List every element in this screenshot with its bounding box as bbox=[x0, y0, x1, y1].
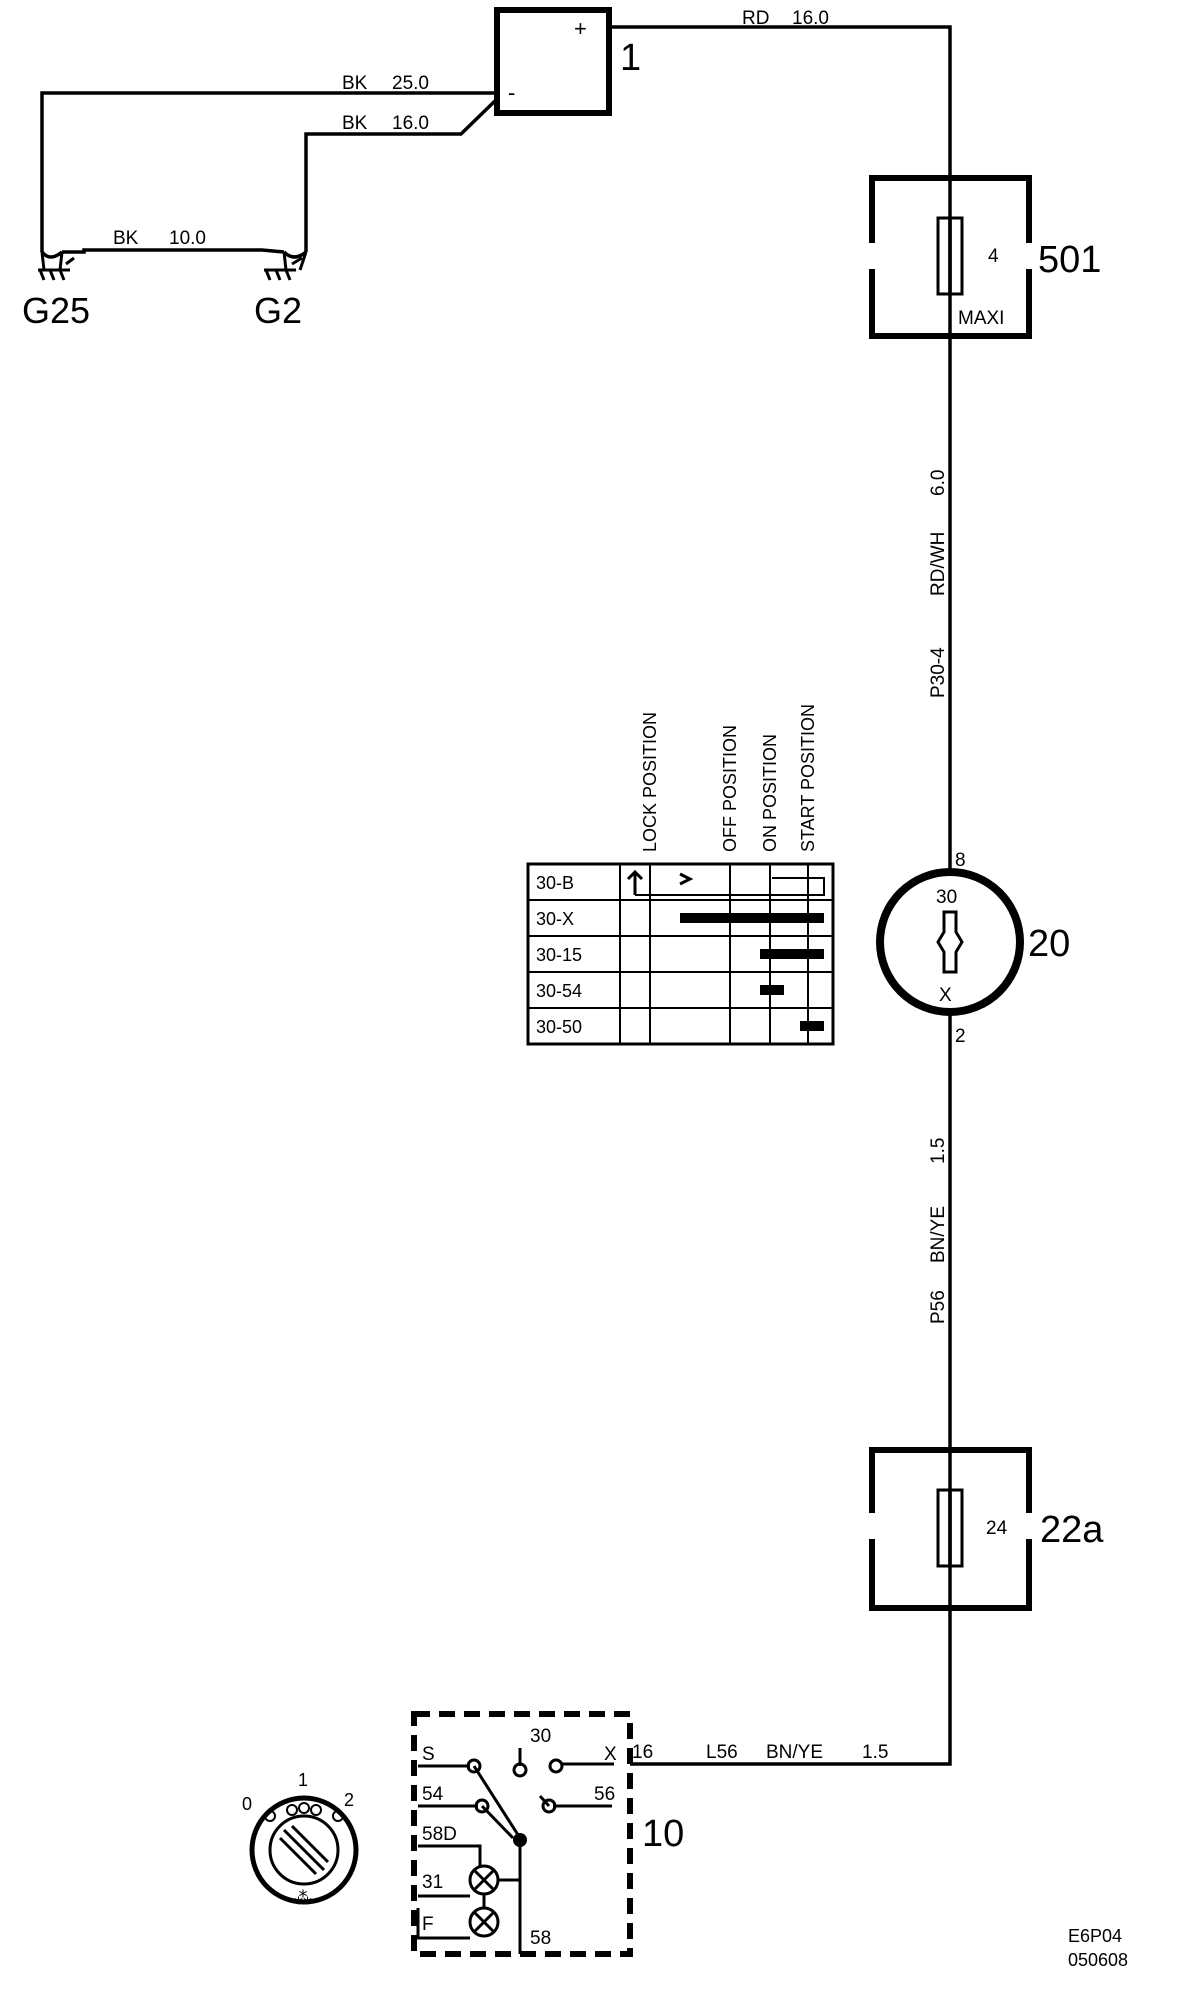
light-switch-knob-icon: ⁂ bbox=[249, 1795, 359, 1908]
wire-battery-g25 bbox=[40, 91, 497, 252]
table-row-30-54: 30-54 bbox=[536, 981, 582, 1001]
contact-s bbox=[466, 1758, 482, 1774]
light-switch-pin: 16 bbox=[632, 1742, 653, 1763]
lamp-icon bbox=[468, 1864, 500, 1896]
wire-fuse-switch-color: BN/YE bbox=[766, 1742, 823, 1763]
lamp-icon bbox=[468, 1906, 500, 1938]
wire-ign-fuse-color: BN/YE bbox=[928, 1206, 949, 1263]
wire-g25-g2-color: BK bbox=[113, 228, 139, 249]
term-58d: 58D bbox=[422, 1824, 457, 1845]
wire-ign-fuse-circuit: P56 bbox=[928, 1290, 949, 1324]
position-on: ON POSITION bbox=[760, 734, 780, 852]
wire-ign-fuse-size: 1.5 bbox=[928, 1138, 949, 1164]
light-switch: S 30 X 54 56 58D 31 F 58 bbox=[411, 1711, 684, 1957]
wire-bat-g2-color: BK bbox=[342, 113, 368, 134]
key-slot-icon bbox=[936, 910, 964, 974]
ignition-pin-top: 8 bbox=[955, 850, 966, 871]
knob-position-0: 0 bbox=[242, 1794, 252, 1814]
table-row-30x: 30-X bbox=[536, 909, 574, 929]
ignition-switch: 8 30 X 2 20 bbox=[876, 850, 1070, 1047]
diagram-code: E6P04 bbox=[1068, 1926, 1122, 1946]
contact-30 bbox=[512, 1762, 528, 1778]
fuse-box-501-id: 501 bbox=[1038, 239, 1101, 281]
table-bar-30-15 bbox=[760, 949, 824, 959]
battery: + - 1 bbox=[494, 7, 641, 116]
term-56: 56 bbox=[594, 1784, 615, 1805]
ground-g2-icon bbox=[264, 250, 308, 281]
battery-plus-label: + bbox=[574, 16, 587, 41]
ground-g2-label: G2 bbox=[254, 290, 302, 331]
wire-fuse-switch-circuit: L56 bbox=[706, 1742, 738, 1763]
wire-battery-positive bbox=[609, 25, 952, 178]
battery-box bbox=[494, 7, 612, 116]
table-row-30-15: 30-15 bbox=[536, 945, 582, 965]
diagram-date: 050608 bbox=[1068, 1950, 1128, 1970]
wire-bat-g25-size: 25.0 bbox=[392, 73, 429, 94]
light-switch-id: 10 bbox=[642, 1813, 684, 1855]
fuse-box-501: 4 MAXI 501 bbox=[866, 175, 1101, 339]
svg-text:⁂: ⁂ bbox=[294, 1888, 312, 1908]
fuse-box-22a-id: 22a bbox=[1040, 1509, 1104, 1551]
fuse-22a-number: 24 bbox=[986, 1518, 1008, 1539]
wire-bat-g25-color: BK bbox=[342, 73, 368, 94]
term-31: 31 bbox=[422, 1872, 443, 1893]
wire-bat-pos-color: RD bbox=[742, 8, 769, 29]
position-start: START POSITION bbox=[798, 704, 818, 852]
wire-battery-g2 bbox=[304, 97, 499, 252]
battery-minus-label: - bbox=[508, 80, 515, 105]
battery-id: 1 bbox=[620, 37, 641, 79]
term-x: X bbox=[604, 1744, 617, 1765]
light-switch-frame bbox=[411, 1711, 633, 1957]
contact-54 bbox=[474, 1798, 490, 1814]
switch-pivot bbox=[513, 1833, 527, 1847]
wire-g25-g2-size: 10.0 bbox=[169, 228, 206, 249]
position-lock: LOCK POSITION bbox=[640, 712, 660, 852]
term-s: S bbox=[422, 1744, 435, 1765]
wire-fuse-switch-size: 1.5 bbox=[862, 1742, 888, 1763]
wire-fuse-ign-size: 6.0 bbox=[928, 470, 949, 496]
fuse-501-type: MAXI bbox=[958, 308, 1004, 329]
term-30: 30 bbox=[530, 1726, 551, 1747]
ignition-pin-bottom: 2 bbox=[955, 1026, 966, 1047]
term-58: 58 bbox=[530, 1928, 551, 1949]
position-off: OFF POSITION bbox=[720, 725, 740, 852]
term-54: 54 bbox=[422, 1784, 444, 1805]
contact-56 bbox=[541, 1798, 557, 1814]
table-bar-30-54 bbox=[760, 985, 784, 995]
wire-fuse-ign-color: RD/WH bbox=[928, 532, 949, 596]
wire-bat-g2-size: 16.0 bbox=[392, 113, 429, 134]
table-row-30-50: 30-50 bbox=[536, 1017, 582, 1037]
table-row-30b: 30-B bbox=[536, 873, 574, 893]
wire-g25-g2 bbox=[62, 248, 285, 254]
table-bar-30b bbox=[626, 869, 825, 896]
ground-g25-icon bbox=[38, 250, 75, 281]
knob-position-1: 1 bbox=[298, 1770, 308, 1790]
wire-bat-pos-size: 16.0 bbox=[792, 8, 829, 29]
fuse-501-number: 4 bbox=[988, 246, 999, 267]
wire-fuse-light-switch bbox=[630, 1608, 952, 1766]
switch-position-table: 30-B 30-X 30-15 30-54 30-50 LOCK POSITIO… bbox=[526, 704, 835, 1046]
table-bar-30x bbox=[680, 913, 824, 923]
ignition-term-top: 30 bbox=[936, 887, 957, 908]
term-f: F bbox=[422, 1914, 434, 1935]
ignition-switch-id: 20 bbox=[1028, 923, 1070, 965]
knob-position-2: 2 bbox=[344, 1790, 354, 1810]
contact-x bbox=[548, 1758, 564, 1774]
ground-g25-label: G25 bbox=[22, 290, 90, 331]
fuse-box-22a: 24 22a bbox=[866, 1447, 1104, 1611]
table-bar-30-50 bbox=[800, 1021, 824, 1031]
ignition-term-bottom: X bbox=[939, 985, 952, 1006]
wire-fuse-ign-circuit: P30-4 bbox=[928, 647, 949, 698]
